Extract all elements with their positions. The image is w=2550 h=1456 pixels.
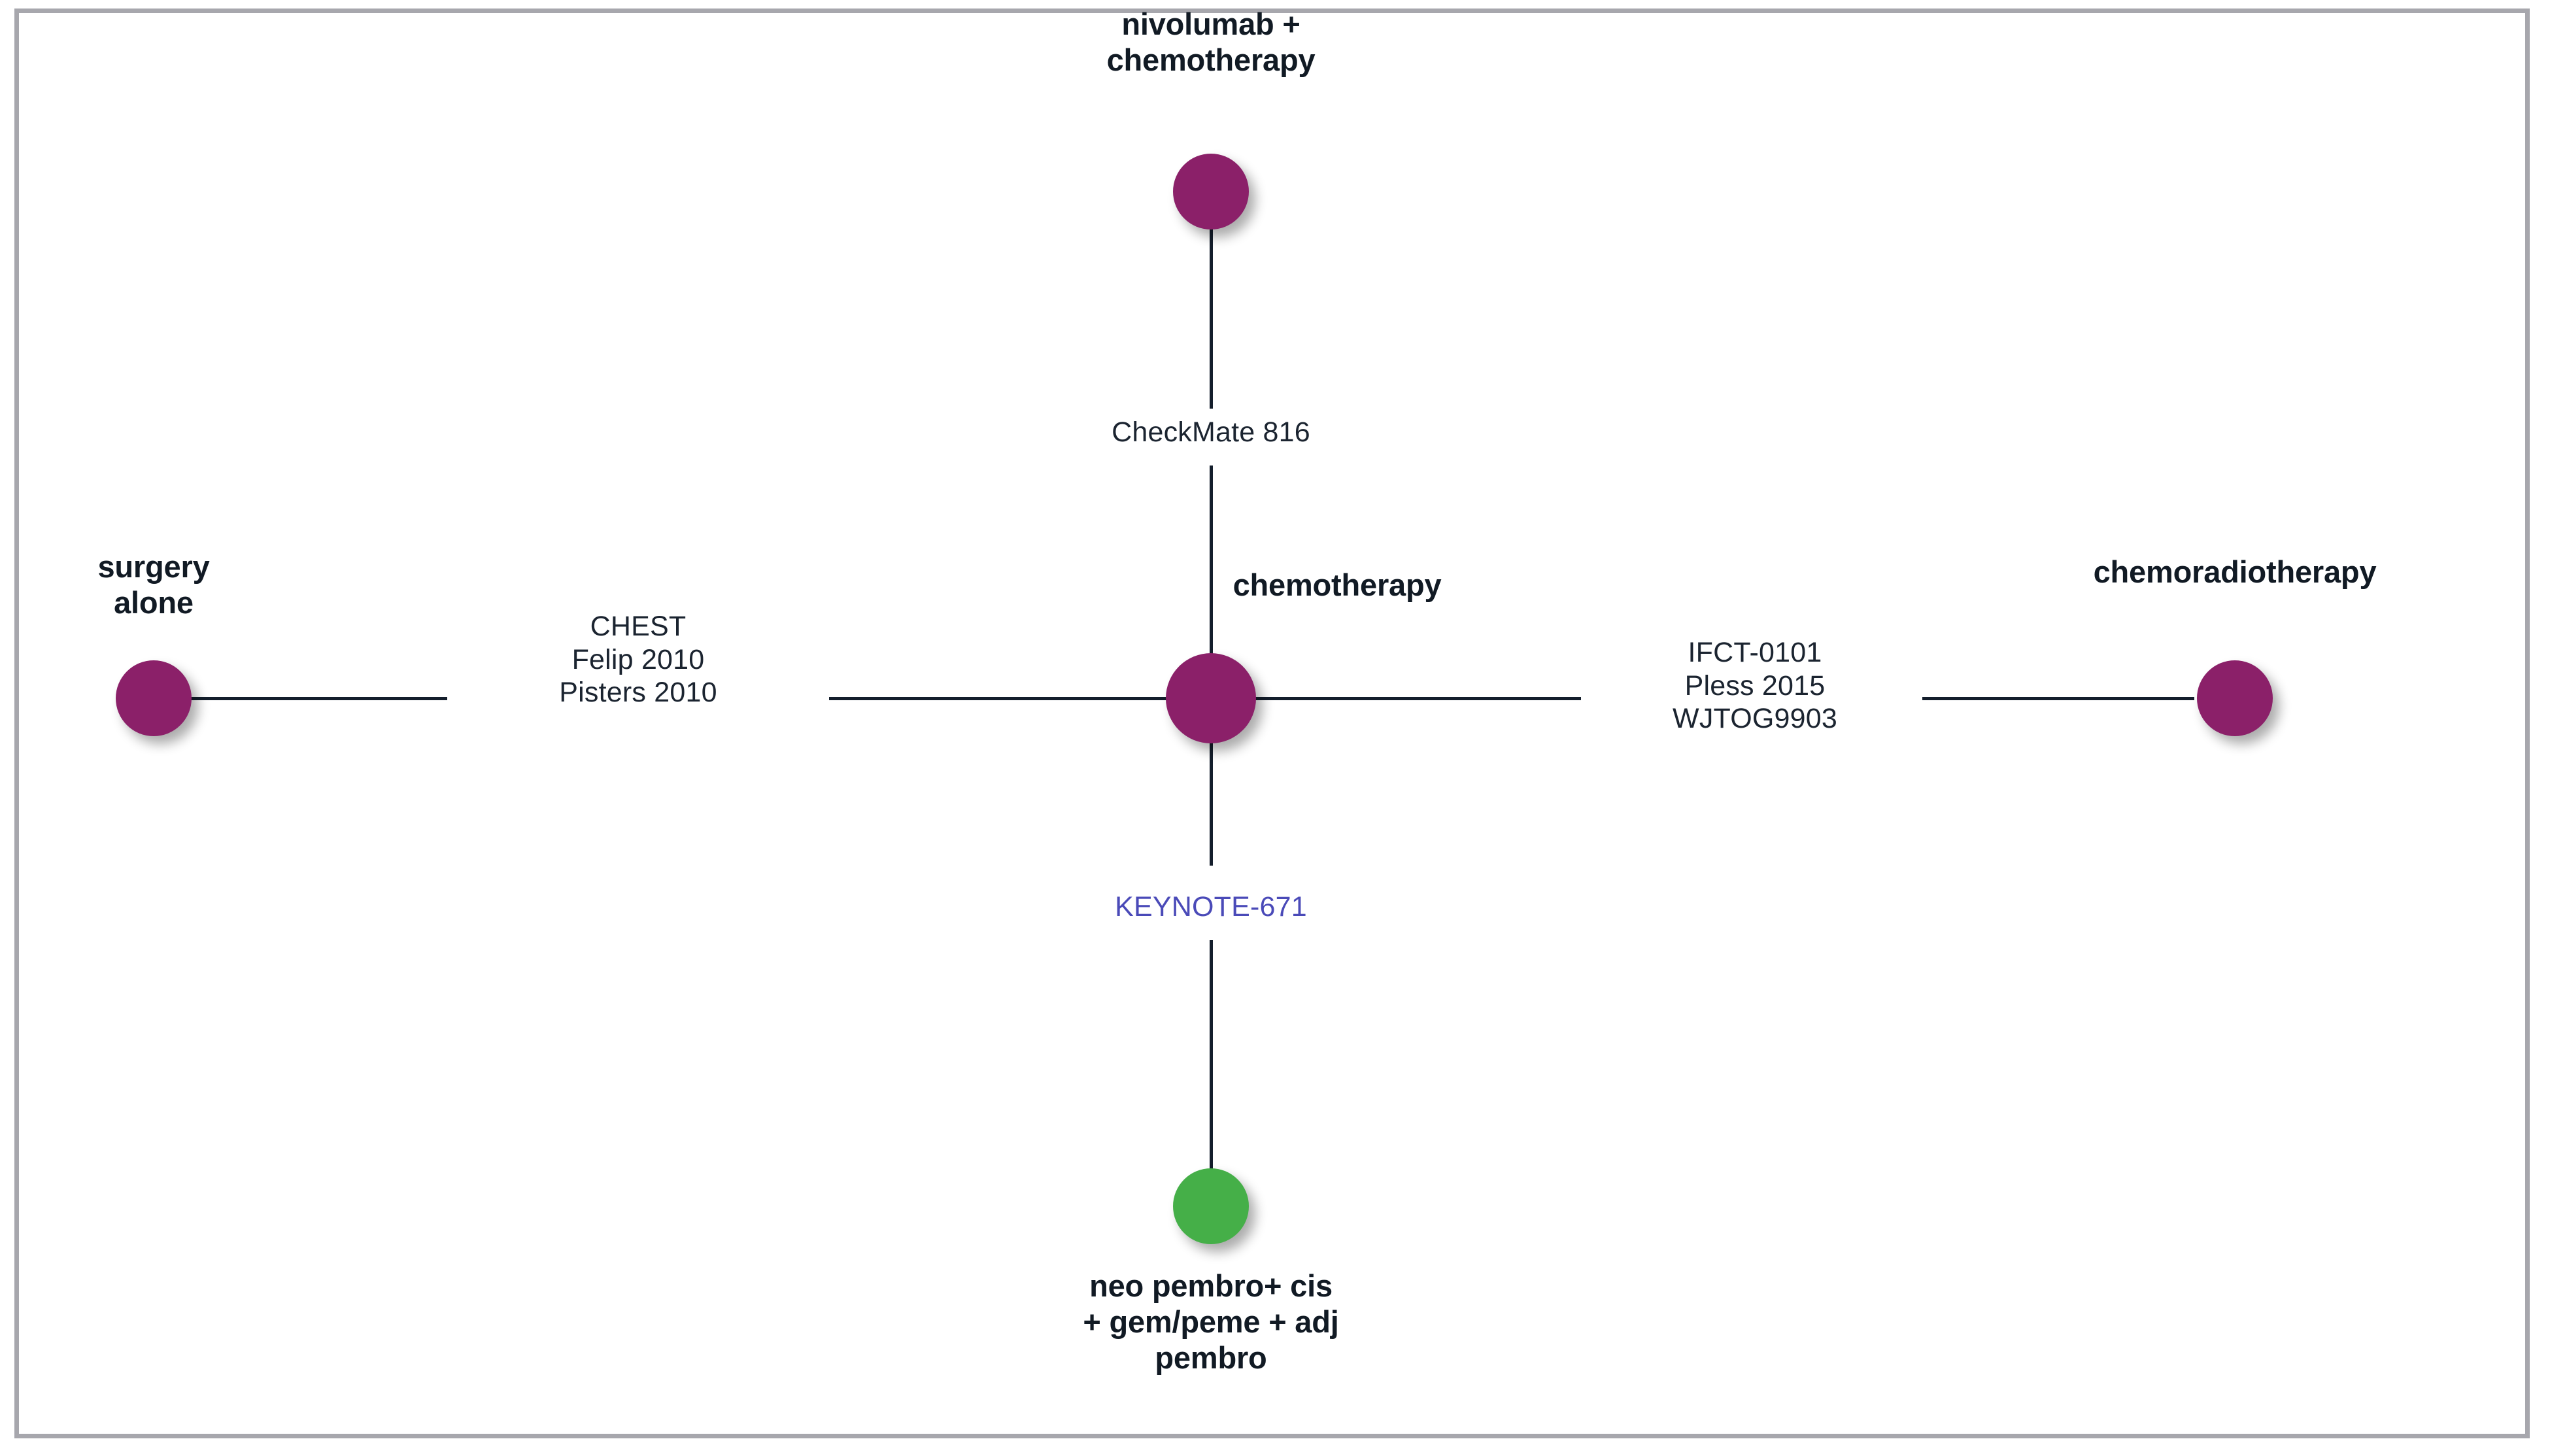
edge-line-ifct-right — [1922, 697, 2194, 700]
edge-label-chest-felip-pisters: CHEST Felip 2010 Pisters 2010 — [559, 611, 717, 709]
edge-line-keynote-671-upper — [1210, 741, 1213, 866]
node-label-neo-pembro: neo pembro+ cis + gem/peme + adj pembro — [1083, 1268, 1339, 1375]
edge-line-chest-left — [191, 697, 447, 700]
edge-line-chest-right — [829, 697, 1168, 700]
edge-label-keynote-671: KEYNOTE-671 — [1115, 891, 1307, 923]
node-chemotherapy[interactable] — [1166, 653, 1256, 743]
edge-line-ifct-left — [1254, 697, 1581, 700]
node-neo-pembro[interactable] — [1173, 1168, 1249, 1244]
node-surgery-alone[interactable] — [116, 660, 192, 736]
node-label-chemoradiotherapy: chemoradiotherapy — [2093, 554, 2377, 589]
edge-line-keynote-671-lower — [1210, 940, 1213, 1170]
node-label-nivolumab-chemotherapy: nivolumab + chemotherapy — [1106, 7, 1316, 77]
edge-label-ifct-pless-wjtog: IFCT-0101 Pless 2015 WJTOG9903 — [1673, 637, 1837, 735]
node-chemoradiotherapy[interactable] — [2197, 660, 2273, 736]
edge-label-checkmate-816: CheckMate 816 — [1112, 416, 1310, 448]
node-label-surgery-alone: surgery alone — [97, 549, 210, 620]
node-nivolumab-chemotherapy[interactable] — [1173, 154, 1249, 229]
figure-border — [14, 8, 2530, 1438]
edge-line-checkmate-816-lower — [1210, 466, 1213, 655]
node-label-chemotherapy: chemotherapy — [1232, 567, 1442, 602]
edge-line-checkmate-816-upper — [1210, 226, 1213, 409]
